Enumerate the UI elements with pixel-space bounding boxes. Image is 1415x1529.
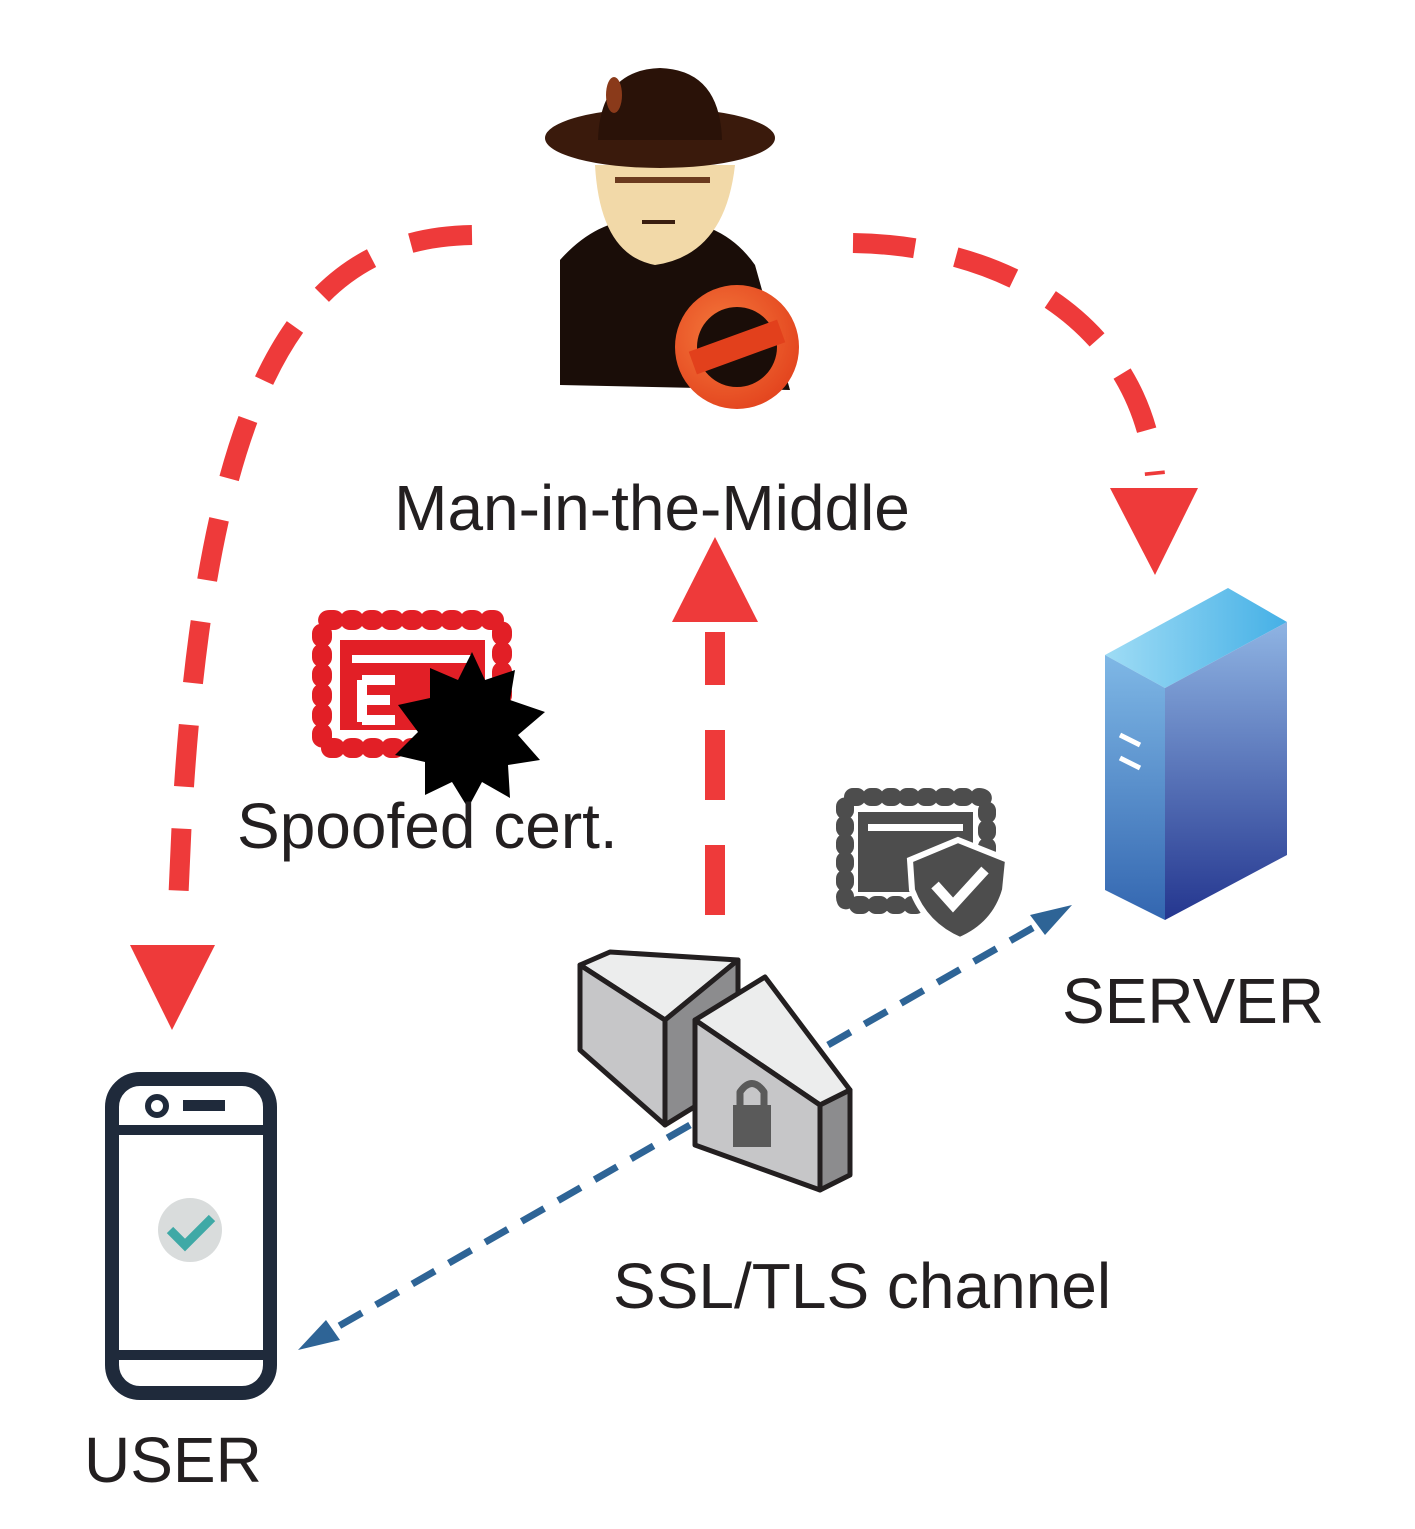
attack-path-interception — [672, 537, 758, 915]
valid-certificate-icon — [836, 788, 1012, 944]
attacker-icon — [545, 68, 799, 409]
arrowhead-icon — [298, 1320, 340, 1350]
spoofed-cert-label: Spoofed cert. — [237, 790, 618, 862]
lock-icon — [733, 1080, 771, 1147]
arrowhead-icon — [1030, 905, 1072, 935]
server-label: SERVER — [1062, 965, 1324, 1037]
check-icon — [158, 1198, 222, 1262]
server-icon — [1105, 588, 1287, 920]
arrowhead-icon — [672, 537, 758, 622]
firewall-lock-icon — [577, 949, 853, 1193]
spoofed-certificate-icon — [312, 610, 545, 808]
smartphone-icon — [105, 1072, 277, 1400]
mitm-label: Man-in-the-Middle — [394, 472, 910, 544]
attack-path-to-server — [852, 233, 1198, 575]
black-seal-icon — [395, 652, 545, 808]
secure-channel-path — [298, 905, 1072, 1350]
arrowhead-icon — [130, 945, 215, 1030]
arrowhead-icon — [1110, 488, 1198, 575]
shield-check-icon — [906, 836, 1012, 944]
user-label: USER — [84, 1424, 262, 1496]
channel-label: SSL/TLS channel — [613, 1250, 1111, 1322]
attack-path-to-user — [130, 225, 473, 1030]
